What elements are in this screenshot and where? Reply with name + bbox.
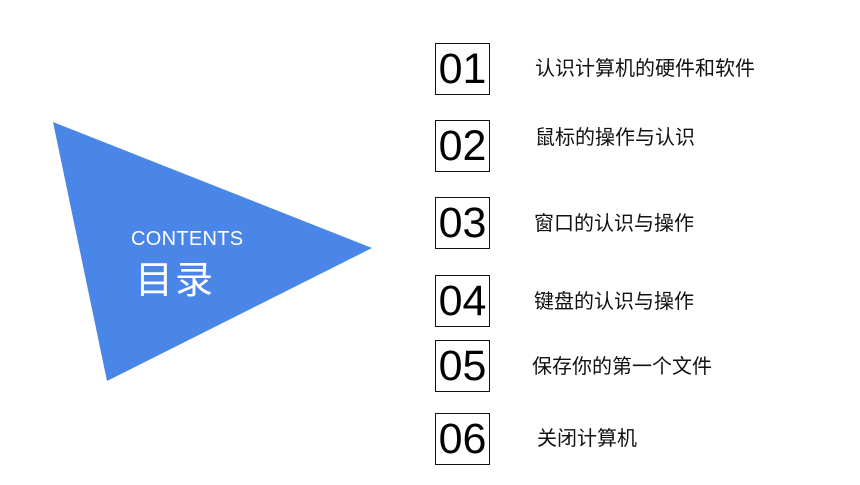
- toc-label: 窗口的认识与操作: [534, 211, 694, 235]
- toc-number: 04: [435, 275, 490, 327]
- toc-number: 01: [435, 43, 490, 95]
- contents-title-en: CONTENTS: [131, 228, 244, 250]
- toc-label: 关闭计算机: [537, 426, 637, 450]
- contents-triangle-shape: [53, 122, 372, 381]
- contents-title-cn: 目录: [135, 258, 216, 302]
- toc-number: 03: [435, 197, 490, 249]
- toc-label: 认识计算机的硬件和软件: [535, 56, 755, 80]
- toc-number: 02: [435, 120, 490, 172]
- toc-label: 键盘的认识与操作: [534, 289, 694, 313]
- toc-label: 鼠标的操作与认识: [535, 125, 695, 149]
- toc-label: 保存你的第一个文件: [532, 354, 712, 378]
- toc-number: 05: [435, 340, 490, 392]
- toc-number: 06: [435, 413, 490, 465]
